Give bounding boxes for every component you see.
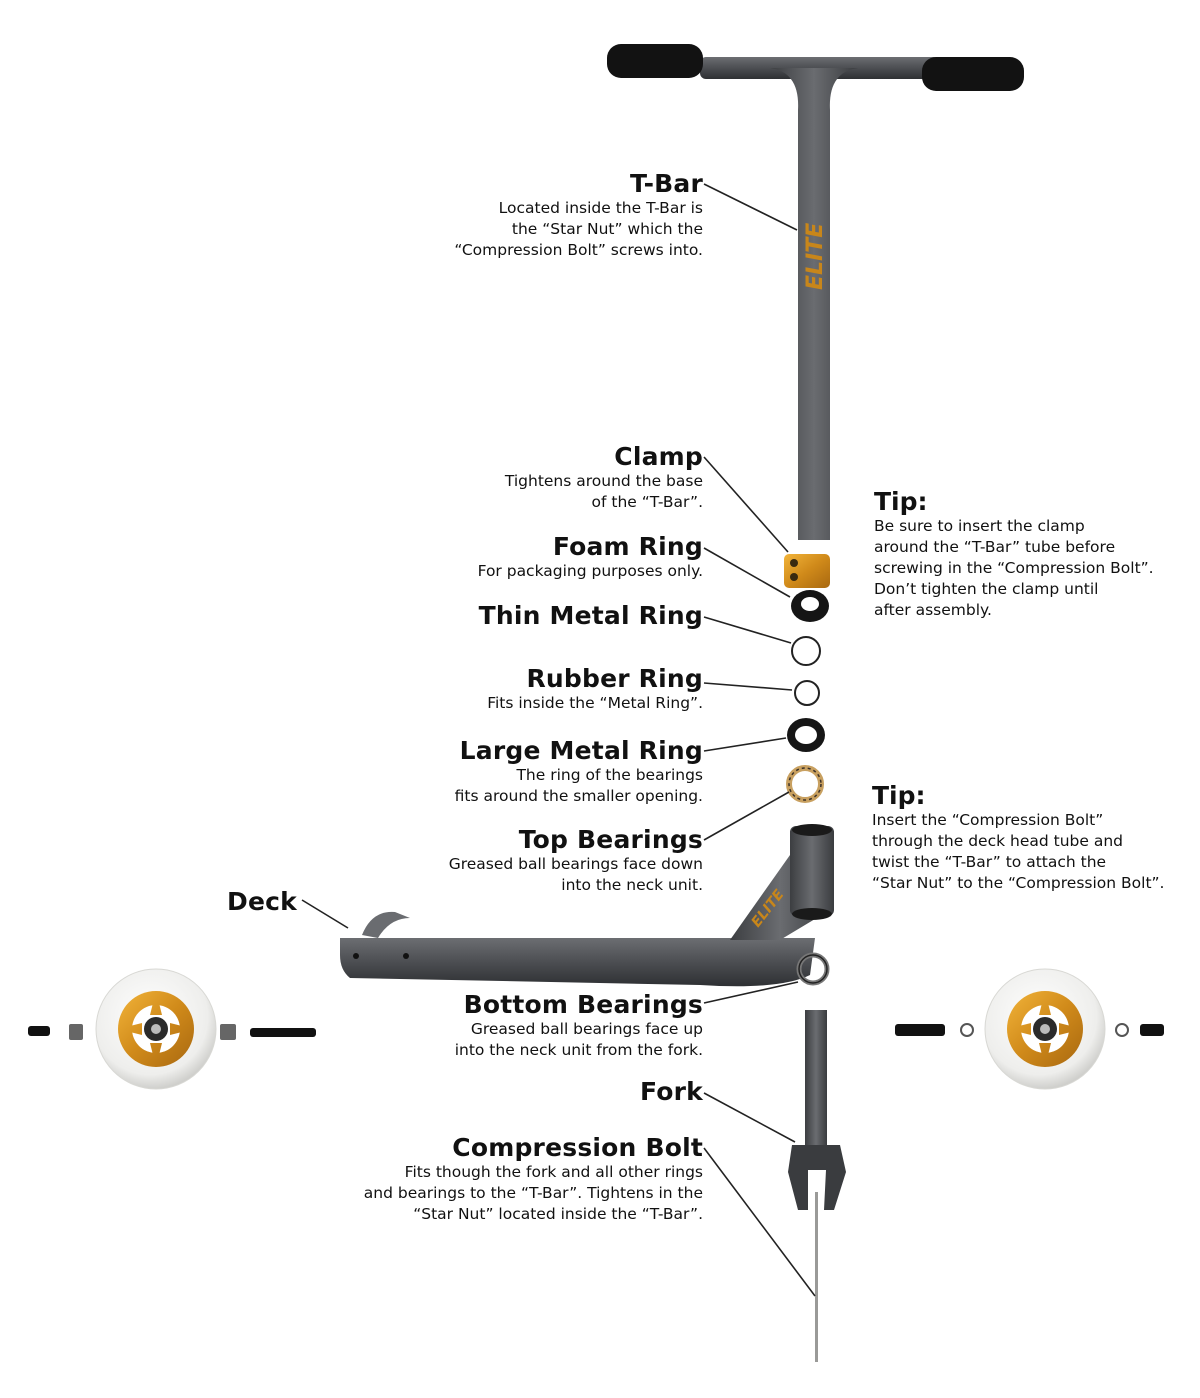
thin-metal-ring — [791, 636, 821, 666]
label-botb-desc: Greased ball bearings face up into the n… — [454, 1020, 703, 1059]
tip-clamp: Tip: Be sure to insert the clamp around … — [874, 488, 1154, 621]
leader-large — [703, 737, 787, 752]
label-fork-title: Fork — [640, 1077, 703, 1106]
right-axle — [895, 1024, 945, 1036]
label-rubber-title: Rubber Ring — [526, 664, 703, 693]
t-bar: ELITE — [607, 44, 1024, 540]
right-wheel-assembly — [895, 968, 1164, 1090]
label-deck: Deck — [227, 888, 297, 916]
label-bolt-desc: Fits though the fork and all other rings… — [363, 1163, 703, 1223]
label-rubber: Rubber Ring Fits inside the “Metal Ring”… — [487, 665, 703, 714]
leader-tbar — [703, 183, 798, 231]
tip-clamp-text: Be sure to insert the clamp around the “… — [874, 517, 1154, 619]
right-washer — [960, 1023, 974, 1037]
label-clamp: Clamp Tightens around the base of the “T… — [505, 443, 703, 513]
leader-deck — [301, 899, 349, 929]
top-bearings — [786, 765, 824, 803]
left-spacer-2 — [220, 1024, 236, 1040]
label-tbar: T-Bar Located inside the T-Bar is the “S… — [454, 170, 703, 261]
elite-logo-tbar: ELITE — [803, 223, 828, 290]
label-clamp-desc: Tightens around the base of the “T-Bar”. — [504, 472, 703, 511]
leader-lines — [301, 183, 816, 1297]
label-large-title: Large Metal Ring — [459, 736, 703, 765]
label-large: Large Metal Ring The ring of the bearing… — [455, 737, 703, 807]
label-thin-title: Thin Metal Ring — [478, 601, 703, 630]
leader-botb — [703, 981, 799, 1004]
label-bolt: Compression Bolt Fits though the fork an… — [364, 1134, 703, 1225]
leader-topb — [703, 791, 790, 841]
tip-bolt-text: Insert the “Compression Bolt” through th… — [872, 811, 1165, 892]
leader-thin — [703, 616, 792, 644]
left-axle — [250, 1028, 316, 1037]
label-botb-title: Bottom Bearings — [463, 990, 703, 1019]
deck: ELITE — [340, 824, 834, 987]
right-washer-2 — [1115, 1023, 1129, 1037]
leader-bolt — [703, 1147, 816, 1297]
bottom-bearings — [796, 952, 830, 986]
label-topb-desc: Greased ball bearings face down into the… — [448, 855, 703, 894]
label-topb-title: Top Bearings — [518, 825, 703, 854]
label-clamp-title: Clamp — [614, 442, 703, 471]
leader-foam — [703, 547, 791, 598]
right-grip — [922, 57, 1024, 91]
label-foam-title: Foam Ring — [552, 532, 703, 561]
compression-bolt — [815, 1192, 818, 1362]
label-topb: Top Bearings Greased ball bearings face … — [449, 826, 703, 896]
fork — [788, 1010, 846, 1210]
left-axle-bolt-head — [28, 1026, 50, 1036]
label-foam-desc: For packaging purposes only. — [477, 562, 703, 580]
label-deck-title: Deck — [227, 887, 297, 916]
rubber-ring — [794, 680, 820, 706]
left-spacer — [69, 1024, 83, 1040]
label-large-desc: The ring of the bearings fits around the… — [454, 766, 703, 805]
right-axle-bolt-head — [1140, 1024, 1164, 1036]
leader-clamp — [703, 456, 789, 553]
label-rubber-desc: Fits inside the “Metal Ring”. — [487, 694, 703, 712]
leader-rubber — [703, 682, 793, 691]
tip-bolt: Tip: Insert the “Compression Bolt” throu… — [872, 782, 1165, 894]
left-grip — [607, 44, 703, 78]
foam-ring — [791, 590, 829, 622]
clamp — [784, 554, 830, 588]
label-tbar-desc: Located inside the T-Bar is the “Star Nu… — [454, 199, 703, 259]
label-tbar-title: T-Bar — [629, 169, 703, 198]
label-foam: Foam Ring For packaging purposes only. — [478, 533, 703, 582]
label-botb: Bottom Bearings Greased ball bearings fa… — [455, 991, 703, 1061]
tip-clamp-title: Tip: — [874, 487, 928, 516]
label-thin: Thin Metal Ring — [479, 602, 703, 630]
left-wheel-assembly — [28, 968, 316, 1090]
leader-fork — [703, 1092, 796, 1143]
label-bolt-title: Compression Bolt — [452, 1133, 703, 1162]
tip-bolt-title: Tip: — [872, 781, 926, 810]
label-fork: Fork — [640, 1078, 703, 1106]
large-metal-ring — [787, 718, 825, 752]
